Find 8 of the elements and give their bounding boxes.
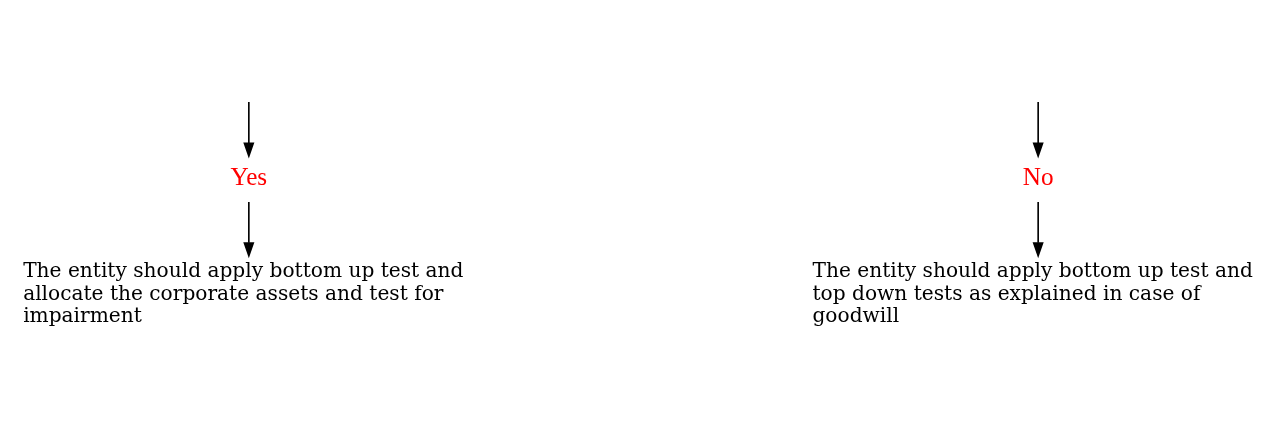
arrow (1032, 200, 1044, 258)
node-text: The entity should apply bottom up test and allocate the corporate assets and test for impairment (23, 257, 464, 327)
arrow (243, 100, 255, 158)
node-text: Yes (230, 162, 268, 190)
arrow (243, 200, 255, 258)
node-text: No (1022, 162, 1054, 190)
node-text: The entity should apply bottom up test and top down tests as explained in case of goodwill (812, 257, 1253, 327)
arrow (1032, 100, 1044, 158)
